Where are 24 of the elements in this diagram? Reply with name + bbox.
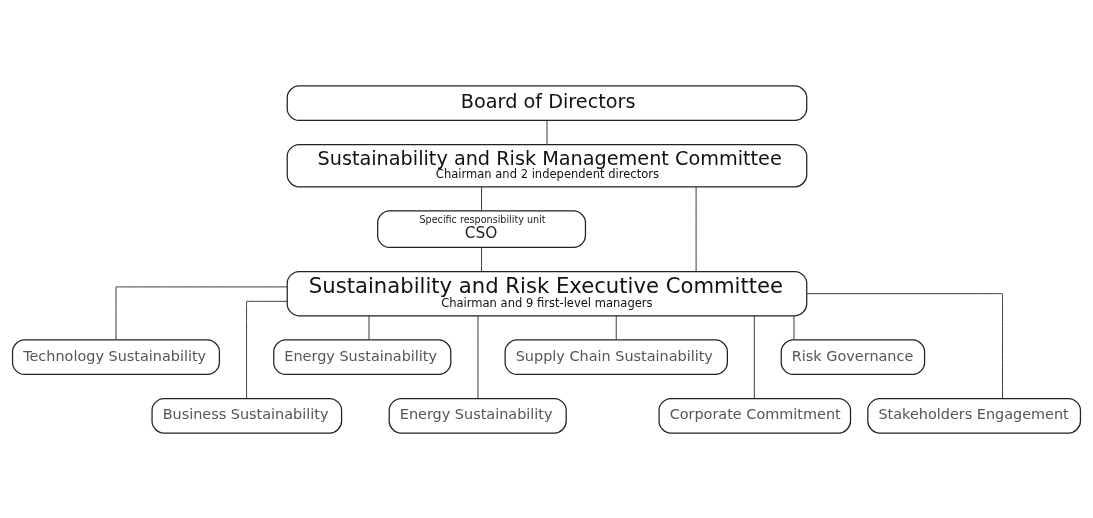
node-box: Sustainability and Risk Executive Committee Chairman and 9 first-level managers: [286, 270, 808, 316]
node-box: Risk Governance: [780, 338, 926, 375]
node-box: Supply Chain Sustainability: [504, 338, 728, 375]
connector: [477, 315, 479, 399]
node-box: Board of Directors: [286, 84, 808, 121]
node-box: Energy Sustainability: [273, 338, 452, 375]
node-box: Stakeholders Engagement: [867, 397, 1082, 434]
node-box: Business Sustainability: [151, 397, 343, 434]
node-box: Technology Sustainability: [11, 338, 221, 375]
node-box: Corporate Commitment: [658, 397, 852, 434]
connector: [793, 314, 795, 340]
connector: [695, 186, 697, 272]
connector: [481, 246, 483, 272]
node-box: Specific responsibility unit CSO: [377, 209, 587, 248]
connector: [368, 314, 370, 340]
connector: [481, 186, 483, 211]
connector: [115, 285, 288, 340]
connector: [246, 300, 288, 399]
connector: [753, 315, 755, 399]
connector: [546, 119, 548, 145]
node-box: Energy Sustainability: [388, 397, 567, 434]
node-box: Sustainability and Risk Management Committee Chairman and 2 independent directors: [286, 143, 808, 187]
connector: [806, 292, 1003, 399]
connector: [615, 314, 617, 340]
